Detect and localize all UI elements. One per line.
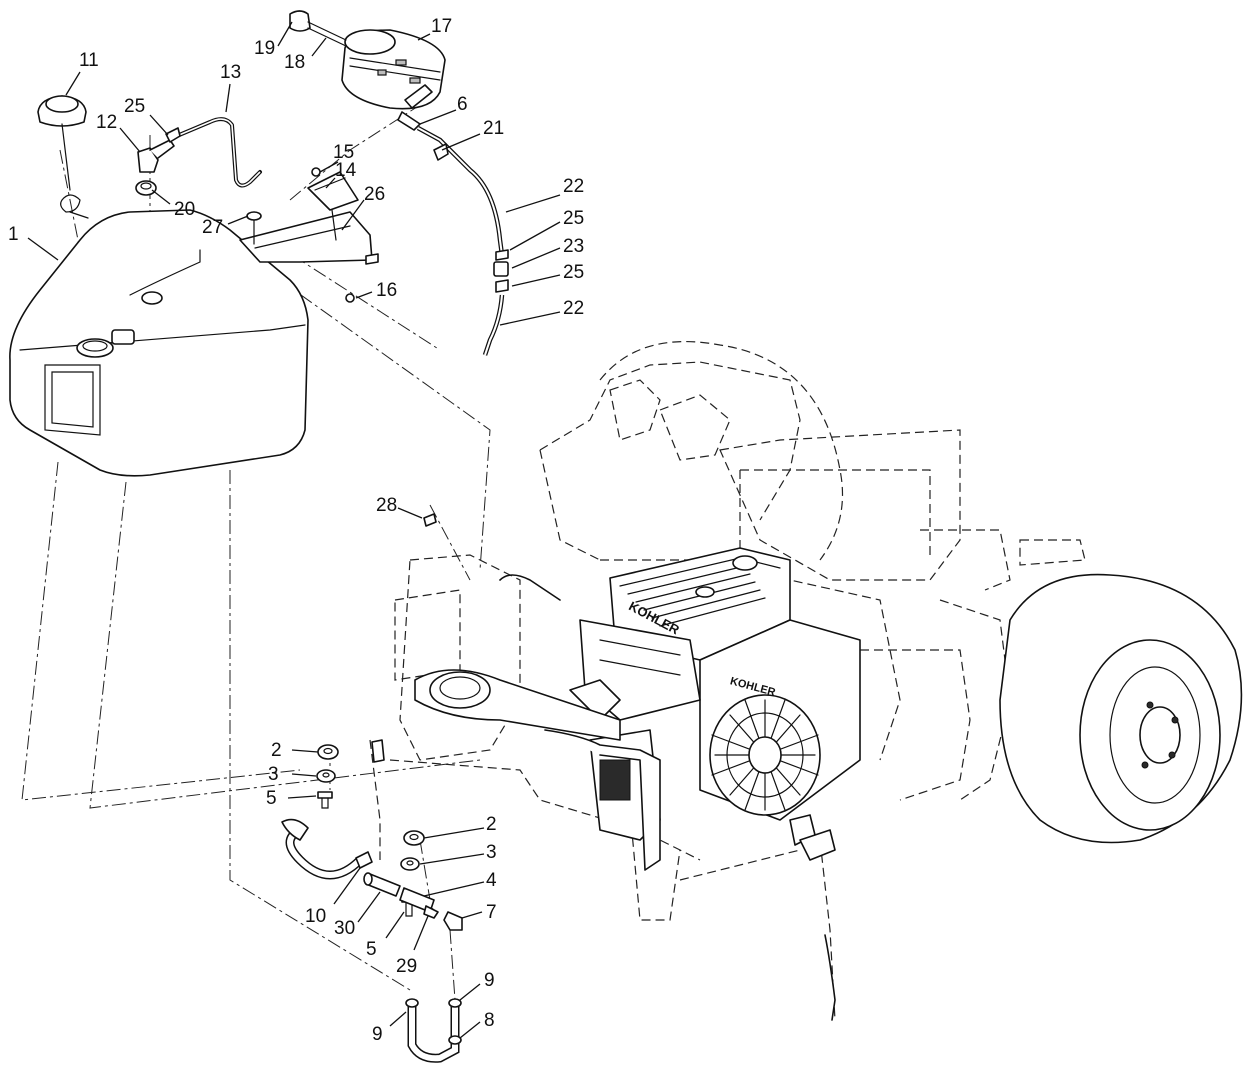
- grommet: [135, 180, 157, 196]
- callout-3-left: 3: [268, 764, 279, 785]
- mount-hardware-left: [316, 744, 339, 809]
- callout-10: 10: [305, 906, 326, 927]
- callout-14: 14: [335, 160, 357, 181]
- callout-25-top: 25: [124, 96, 145, 117]
- frame-clamps: [371, 513, 836, 1021]
- fuel-tank: [9, 209, 309, 477]
- callout-5-right: 5: [366, 939, 377, 960]
- engine-mount: [414, 574, 661, 871]
- vent-hose: [170, 117, 262, 188]
- callout-18: 18: [284, 52, 305, 73]
- callout-9-left: 9: [372, 1024, 383, 1045]
- callout-20: 20: [174, 199, 195, 220]
- callout-23: 23: [563, 236, 584, 257]
- canister-hose: [416, 126, 505, 256]
- callout-13: 13: [220, 62, 241, 83]
- hose-clamp-top: [165, 127, 181, 143]
- lower-fuel-hose: [482, 294, 505, 356]
- callout-labels: 11 25 12 13 19 18 17 6 21 15 14 20 26 27…: [8, 16, 584, 1045]
- callout-21: 21: [483, 118, 504, 139]
- canister-fitting: [289, 10, 347, 47]
- hose-clamp-10: [355, 851, 373, 869]
- mounting-bracket: [239, 167, 379, 303]
- callout-26: 26: [364, 184, 385, 205]
- callout-22-upper: 22: [563, 176, 584, 197]
- callout-25-lower: 25: [563, 262, 584, 283]
- callout-28: 28: [376, 495, 397, 516]
- callout-19: 19: [254, 38, 275, 59]
- rear-wheel: [999, 573, 1243, 844]
- callout-4: 4: [486, 870, 497, 891]
- callout-11: 11: [79, 50, 99, 71]
- callout-22-lower: 22: [563, 298, 584, 319]
- callout-7: 7: [486, 902, 497, 923]
- callout-25-middle: 25: [563, 208, 584, 229]
- fuel-hose-8: [405, 998, 462, 1063]
- callout-27: 27: [202, 217, 223, 238]
- fuel-filter: [493, 249, 509, 293]
- callout-16: 16: [376, 280, 397, 301]
- callout-6: 6: [457, 94, 468, 115]
- callout-1: 1: [8, 224, 19, 245]
- rollover-valve: [137, 139, 175, 173]
- callout-3-right: 3: [486, 842, 497, 863]
- flywheel-screen: [711, 699, 819, 811]
- callout-9-right: 9: [484, 970, 495, 991]
- fuel-supply-hose: [281, 818, 364, 880]
- callout-17: 17: [431, 16, 452, 37]
- callout-12: 12: [96, 112, 117, 133]
- fuel-hose-30: [363, 872, 401, 897]
- charcoal-canister: [341, 29, 446, 131]
- fuel-cap: [37, 95, 89, 219]
- callout-15: 15: [333, 142, 354, 163]
- leader-lines: [27, 21, 561, 1039]
- callout-30: 30: [334, 918, 355, 939]
- callout-2-left: 2: [271, 740, 282, 761]
- engine: KOHLER KOHLER: [569, 547, 861, 841]
- callout-2-right: 2: [486, 814, 497, 835]
- callout-5-left: 5: [266, 788, 277, 809]
- callout-29: 29: [396, 956, 417, 977]
- callout-8: 8: [484, 1010, 495, 1031]
